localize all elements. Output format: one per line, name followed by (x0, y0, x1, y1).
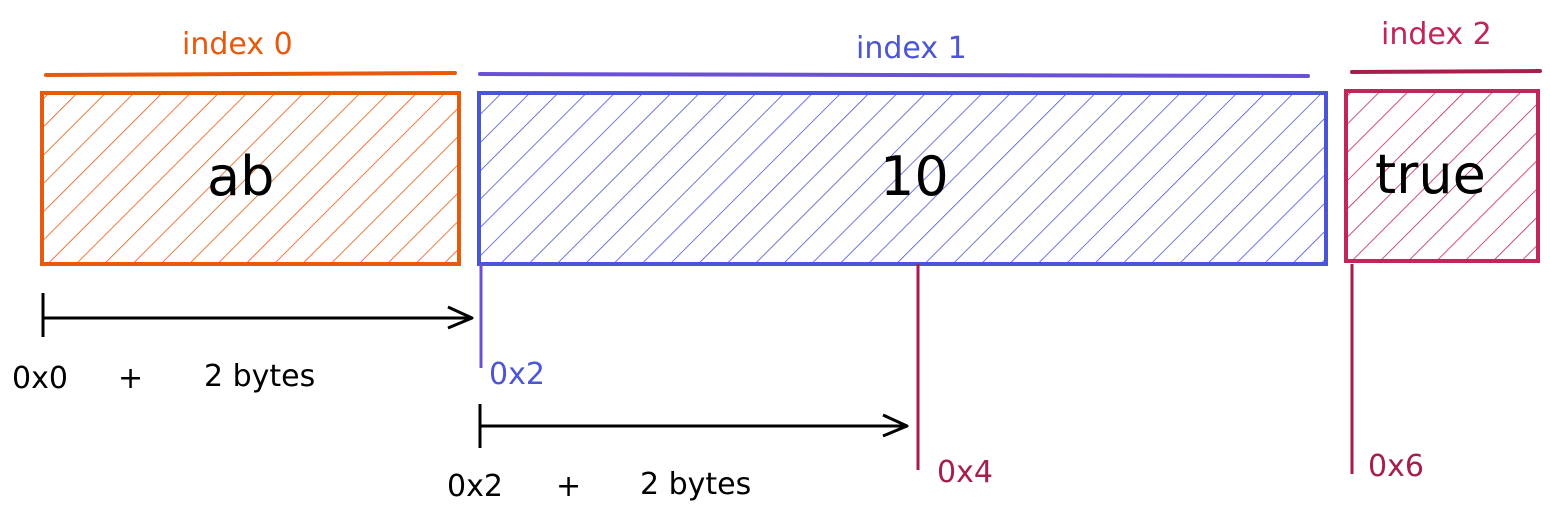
address-0x4-label: 0x4 (937, 455, 993, 490)
formula-2-size: 2 bytes (640, 467, 752, 502)
formula-2-base: 0x2 (447, 469, 503, 504)
address-0x2-label: 0x2 (489, 357, 545, 392)
block-2-value: true (1375, 143, 1486, 206)
index-1-bar (478, 72, 1310, 78)
formula-1-plus: + (118, 361, 144, 396)
block-1-value: 10 (880, 145, 949, 208)
offset-arrow-1-head (447, 305, 474, 330)
index-0-label: index 0 (182, 27, 293, 62)
block-0-value: ab (207, 145, 275, 208)
block-1 (477, 91, 1328, 266)
block-2 (1344, 89, 1540, 263)
formula-1-base: 0x0 (12, 361, 68, 396)
formula-1-size: 2 bytes (204, 359, 316, 394)
formula-2-plus: + (556, 469, 582, 504)
block-0 (40, 91, 461, 266)
offset-arrow-2-head (882, 413, 909, 438)
address-0x6-label: 0x6 (1368, 449, 1424, 484)
index-2-label: index 2 (1381, 17, 1492, 52)
index-2-bar (1350, 69, 1542, 74)
index-1-label: index 1 (856, 31, 967, 66)
index-0-bar (44, 71, 457, 77)
